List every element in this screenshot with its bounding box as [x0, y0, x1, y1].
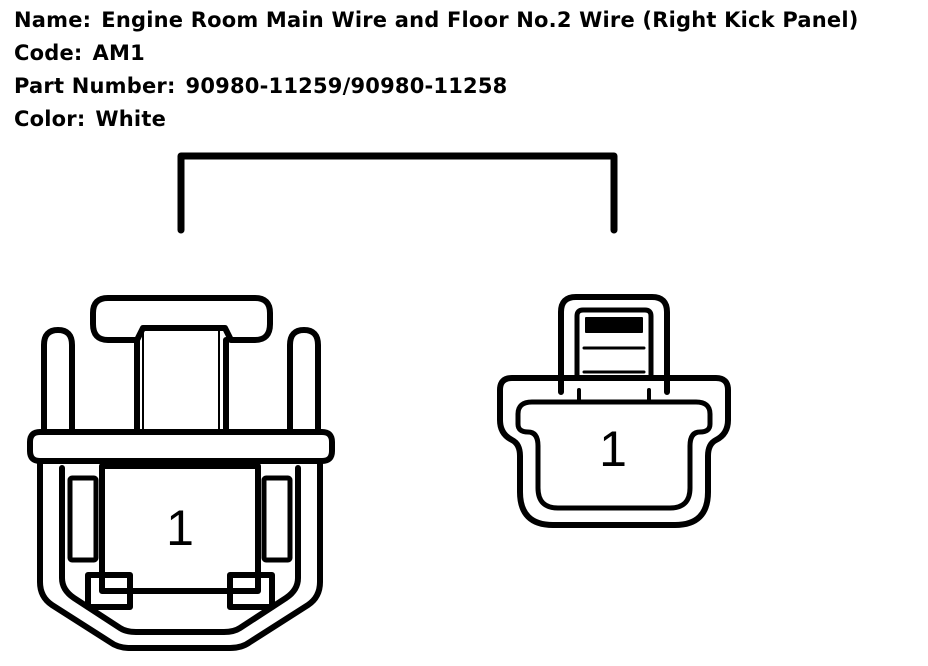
name-value: Engine Room Main Wire and Floor No.2 Wir…	[101, 8, 859, 32]
part-number-row: Part Number: 90980-11259/90980-11258	[14, 74, 508, 98]
code-value: AM1	[92, 41, 145, 65]
connector-name-row: Name: Engine Room Main Wire and Floor No.…	[14, 8, 859, 32]
left-connector-pin-1-label: 1	[166, 500, 194, 556]
right-connector	[497, 294, 731, 528]
part-number-label: Part Number:	[14, 74, 176, 98]
connector-code-row: Code: AM1	[14, 41, 145, 65]
right-connector-pin-1-label: 1	[599, 421, 627, 477]
mating-bracket	[177, 152, 618, 234]
left-connector	[27, 295, 335, 651]
color-row: Color: White	[14, 107, 166, 131]
code-label: Code:	[14, 41, 83, 65]
color-label: Color:	[14, 107, 86, 131]
name-label: Name:	[14, 8, 92, 32]
part-number-value: 90980-11259/90980-11258	[185, 74, 508, 98]
color-value: White	[95, 107, 167, 131]
